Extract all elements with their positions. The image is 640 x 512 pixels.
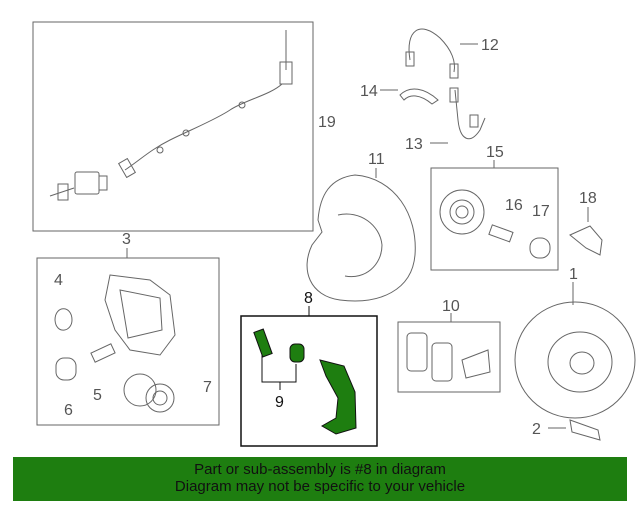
box-10 [397,321,501,393]
splash-shield-11 [306,168,416,302]
brake-line-13 [430,87,486,144]
banner-line-1: Part or sub-assembly is #8 in diagram [194,461,446,478]
callout-13: 13 [405,136,423,153]
sensor-harness [49,30,293,201]
banner-line-2: Diagram may not be specific to your vehi… [174,478,466,495]
callout-14: 14 [360,83,378,100]
callout-16: 16 [505,197,523,214]
callout-9: 9 [275,394,284,411]
box-19 [32,21,314,232]
guide-pin [253,328,273,358]
callout-6: 6 [64,402,73,419]
box-3 [36,257,220,426]
callout-2: 2 [532,421,541,438]
callout-10: 10 [442,298,460,315]
callout-19: 19 [318,114,336,131]
brake-pads [406,332,491,382]
callout-12: 12 [481,37,499,54]
pin-boot [289,343,305,363]
callout-11: 11 [368,151,385,168]
caliper-bracket [319,359,357,435]
callout-5: 5 [93,387,102,404]
box-8-highlighted [240,306,378,447]
clip-14 [380,88,439,105]
brake-rotor-1 [514,282,636,419]
caliper-assembly [54,274,176,413]
callout-4: 4 [54,272,63,289]
parts-diagram: 19 12 14 13 11 15 16 17 18 3 4 5 6 7 8 9… [32,21,636,447]
info-banner: Part or sub-assembly is #8 in diagram Di… [13,457,627,501]
callout-7: 7 [203,379,212,396]
bolt-2 [548,419,601,441]
callout-17: 17 [532,203,550,220]
callout-8: 8 [304,290,313,307]
callout-3: 3 [122,231,131,248]
callout-18: 18 [579,190,597,207]
sensor-18 [569,207,603,256]
hub-bearing [439,160,551,259]
callout-15: 15 [486,144,504,161]
callout-1: 1 [569,266,578,283]
brake-hose-12 [405,28,478,79]
